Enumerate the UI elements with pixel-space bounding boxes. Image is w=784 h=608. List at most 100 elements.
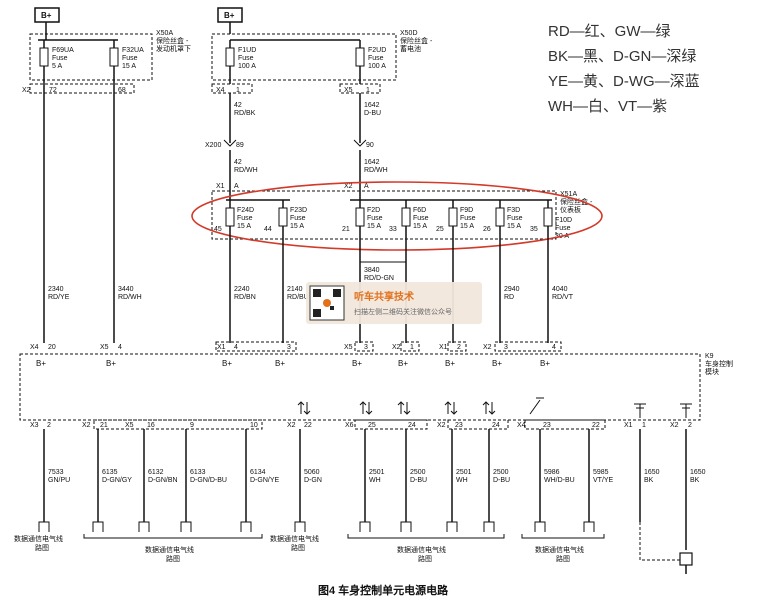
x2-ip-pin: A (364, 183, 369, 190)
x51a-name-line1: 保险丝盒 - (560, 197, 593, 206)
watermark-badge: 听车共享技术 扫描左侧二维码关注微信公众号 (306, 282, 482, 324)
legend-line-2: BK—黑、D-GN—深绿 (548, 48, 696, 65)
fuse-f3d-type: Fuse (507, 215, 523, 222)
fuse-f32ua (109, 47, 119, 67)
ref-text-5-l1: 数据通信电气线 (535, 545, 584, 554)
module-output-connectors: X3 2 X2 21 X5 16 9 10 X2 22 X6 25 24 X2 … (30, 419, 692, 430)
wire-3440-color: RD/WH (118, 294, 142, 301)
out-x2b-conn: X2 (287, 422, 296, 429)
fuse-f2d-rating: 15 A (367, 223, 381, 230)
in-x5-pin: 4 (118, 344, 122, 351)
out-x3-pin: 2 (47, 422, 51, 429)
bw-2500b-col: D-BU (493, 477, 510, 484)
in-x5b-conn: X5 (344, 344, 353, 351)
bw-6133-c: 6133 (190, 469, 206, 476)
k9-id: K9 (705, 353, 714, 360)
out-x5-pin9: 9 (190, 422, 194, 429)
fuse-f1ud (225, 47, 235, 67)
bw-1650b-c: 1650 (690, 469, 706, 476)
bw-6134-col: D-GN/YE (250, 477, 280, 484)
fuse-f1ud-rating: 100 A (238, 63, 256, 70)
fuse-f32ua-rating: 15 A (122, 63, 136, 70)
out-x2d-conn: X2 (670, 422, 679, 429)
fuse-f69ua (39, 47, 49, 67)
fuse-f6d-type: Fuse (413, 215, 429, 222)
fuse-f2d-type: Fuse (367, 215, 383, 222)
wire-4040-color: RD/VT (552, 294, 574, 301)
output-wire-labels: 7533 GN/PU 6135 D-GN/GY 6132 D-GN/BN 613… (48, 469, 706, 484)
bw-1650b-col: BK (690, 477, 700, 484)
fuse-f9d-type: Fuse (460, 215, 476, 222)
fuse-f32ua-type: Fuse (122, 55, 138, 62)
fuse-box-x50d: X50D 保险丝盒 - 蓄电池 F1UD Fuse 100 A F2UD Fus… (211, 30, 433, 84)
out-x5-pin10: 10 (250, 422, 258, 429)
fuse-f2ud (355, 47, 365, 67)
k9-name-line1: 车身控制 (705, 359, 733, 368)
fuse-f23d-pin: 44 (264, 226, 272, 233)
fuse-f69ua-name: F69UA (52, 47, 74, 54)
fuse-f23d-name: F23D (290, 207, 307, 214)
fuse-f9d-name: F9D (460, 207, 473, 214)
bw-7533-c: 7533 (48, 469, 64, 476)
x5-top-pin: 1 (366, 87, 370, 94)
x200-pin-a: 89 (236, 142, 244, 149)
fuse-f2ud-type: Fuse (368, 55, 384, 62)
module-input-connectors: X4 20 X5 4 X1 4 3 X5 3 X2 1 X1 2 X2 3 4 (30, 341, 562, 352)
supply-left-label: B+ (41, 11, 52, 20)
wire-1642-mid-color: RD/WH (364, 167, 388, 174)
fuse-f24d-name: F24D (237, 207, 254, 214)
bw-2501b-c: 2501 (456, 469, 472, 476)
wire-42-upper-color: RD/BK (234, 110, 256, 117)
wire-2140-circuit: 2140 (287, 286, 303, 293)
out-x4-pin22: 22 (592, 422, 600, 429)
in-x1b-conn: X1 (439, 344, 448, 351)
in-x1b-pin: 2 (457, 344, 461, 351)
bplus-7: B+ (445, 359, 455, 368)
in-x4-conn: X4 (30, 344, 39, 351)
bw-6132-c: 6132 (148, 469, 164, 476)
fuse-f2d-name: F2D (367, 207, 380, 214)
wire-2940-color: RD (504, 294, 514, 301)
in-x1-pin3: 3 (287, 344, 291, 351)
ref-text-3-l1: 数据通信电气线 (270, 534, 319, 543)
out-x6-conn: X6 (345, 422, 354, 429)
body-control-module-k9: K9 车身控制 模块 B+ B+ B+ B+ B+ B+ B+ B+ B+ (19, 353, 733, 421)
x2-top-label: X2 (22, 87, 31, 94)
bw-6132-col: D-GN/BN (148, 477, 178, 484)
fuse-f9d-pin: 25 (436, 226, 444, 233)
x1-ip-label: X1 (216, 183, 225, 190)
x50d-id: X50D (400, 30, 418, 37)
out-x2c-pin23: 23 (455, 422, 463, 429)
reference-brackets (83, 534, 605, 539)
x2-top-pin-72: 72 (49, 87, 57, 94)
wire-3840-circuit: 3840 (364, 267, 380, 274)
out-x4-pin23: 23 (543, 422, 551, 429)
out-x2d-pin2: 2 (688, 422, 692, 429)
internal-ground-icon (634, 403, 692, 418)
fuse-f10d-name: F10D (555, 217, 572, 224)
fuse-f1ud-name: F1UD (238, 47, 256, 54)
fuse-f1ud-type: Fuse (238, 55, 254, 62)
wire-3840-color: RD/D-GN (364, 275, 394, 282)
out-x1-pin1: 1 (642, 422, 646, 429)
bw-5985-col: VT/YE (593, 477, 614, 484)
bplus-3: B+ (222, 359, 232, 368)
x200-label: X200 (205, 142, 221, 149)
bw-5985-c: 5985 (593, 469, 609, 476)
wire-color-legend: RD—红、GW—绿 BK—黑、D-GN—深绿 YE—黄、D-WG—深蓝 WH—白… (548, 23, 700, 115)
wire-42-mid-color: RD/WH (234, 167, 258, 174)
bplus-1: B+ (36, 359, 46, 368)
in-x2-pin: 1 (410, 344, 414, 351)
fuse-box-x50a: X50A 保险丝盒 - 发动机罩下 F69UA Fuse 5 A F32UA F… (29, 30, 191, 84)
ground-point (679, 552, 693, 566)
wire-1642-upper-circuit: 1642 (364, 102, 380, 109)
fuse-f6d-pin: 33 (389, 226, 397, 233)
output-wires (43, 429, 687, 550)
out-x2c-conn: X2 (437, 422, 446, 429)
x5-top-label: X5 (344, 87, 353, 94)
supply-b-plus-right: B+ (217, 7, 243, 23)
in-x5b-pin: 3 (364, 344, 368, 351)
x50d-name-line2: 蓄电池 (400, 44, 421, 53)
in-x1-pin: 4 (234, 344, 238, 351)
